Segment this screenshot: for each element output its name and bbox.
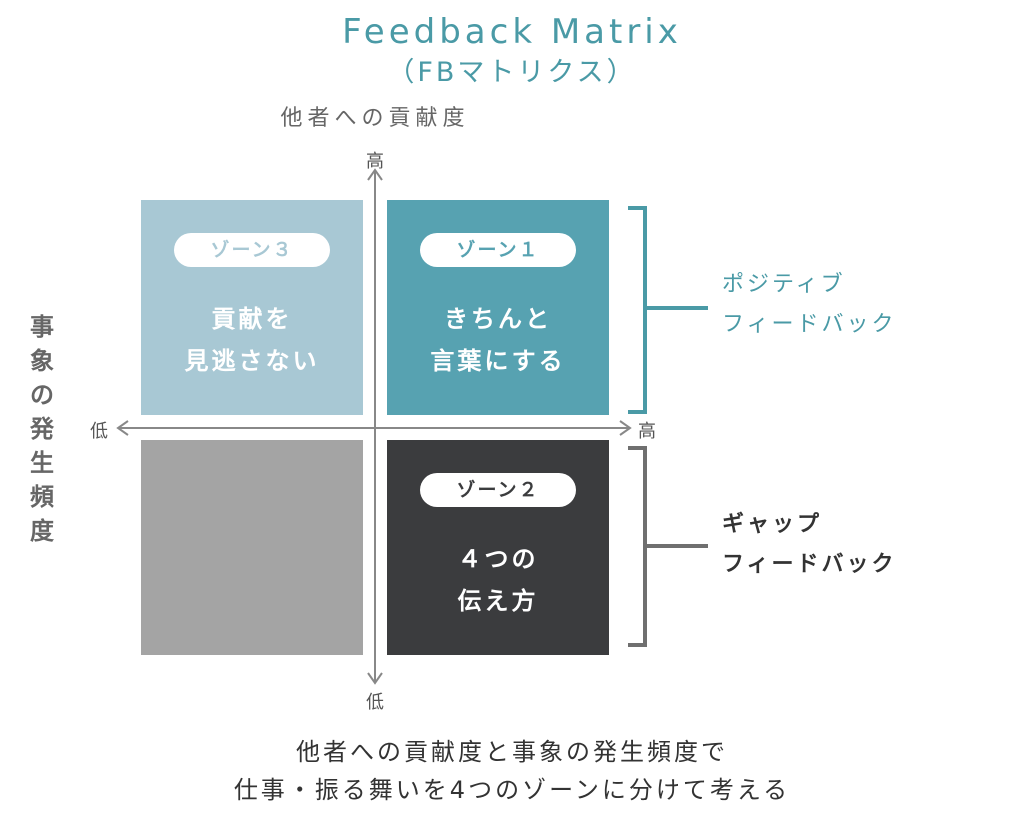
gap-feedback-label-line: フィードバック — [722, 552, 897, 577]
horizontal-axis-title-char: 生 — [30, 449, 54, 477]
horizontal-axis-title-char: 頻 — [30, 483, 54, 511]
positive-feedback-label-line: フィードバック — [722, 312, 897, 337]
zone-3-quadrant: ゾーン３ 貢献を 見逃さない — [141, 200, 363, 415]
zone-2-quadrant: ゾーン２ ４つの 伝え方 — [387, 440, 609, 655]
zone-4-quadrant — [141, 440, 363, 655]
vertical-axis-low-label: 低 — [366, 692, 384, 713]
arrow-left-icon — [116, 420, 129, 436]
page-subtitle: （FBマトリクス） — [387, 57, 637, 88]
caption: 他者への貢献度と事象の発生頻度で 仕事・振る舞いを4つのゾーンに分けて考える — [0, 733, 1024, 809]
zone-1-text: きちんと 言葉にする — [387, 298, 609, 382]
caption-line: 仕事・振る舞いを4つのゾーンに分けて考える — [233, 776, 791, 804]
horizontal-axis-high-label: 高 — [638, 421, 656, 442]
page-title: Feedback Matrix — [342, 12, 682, 52]
zone-3-text-line: 見逃さない — [184, 347, 320, 375]
gap-bracket — [628, 446, 647, 647]
vertical-axis-high-label: 高 — [366, 151, 384, 172]
zone-3-text: 貢献を 見逃さない — [141, 298, 363, 382]
zone-2-text: ４つの 伝え方 — [387, 538, 609, 622]
gap-feedback-label: ギャップ フィードバック — [722, 505, 897, 585]
zone-3-text-line: 貢献を — [211, 305, 293, 333]
horizontal-axis-title-char: 度 — [30, 517, 54, 545]
horizontal-axis-title-char: 発 — [30, 415, 54, 443]
zone-1-quadrant: ゾーン１ きちんと 言葉にする — [387, 200, 609, 415]
caption-line: 他者への貢献度と事象の発生頻度で — [296, 738, 728, 766]
zone-2-text-line: 伝え方 — [457, 587, 539, 615]
horizontal-axis-low-label: 低 — [90, 421, 108, 442]
zone-3-badge: ゾーン３ — [174, 233, 330, 267]
arrow-right-icon — [619, 420, 632, 436]
positive-bracket — [628, 206, 647, 414]
zone-2-badge: ゾーン２ — [420, 473, 576, 507]
horizontal-axis-title: 事 象 の 発 生 頻 度 — [22, 310, 62, 548]
zone-1-text-line: きちんと — [444, 305, 552, 333]
positive-feedback-label: ポジティブ フィードバック — [722, 265, 897, 345]
arrow-up-icon — [367, 168, 383, 181]
zone-1-badge: ゾーン１ — [420, 233, 576, 267]
horizontal-axis-title-char: の — [30, 381, 54, 409]
horizontal-axis-title-char: 象 — [30, 347, 54, 375]
zone-1-text-line: 言葉にする — [430, 347, 566, 375]
positive-feedback-label-line: ポジティブ — [722, 272, 846, 297]
gap-feedback-label-line: ギャップ — [722, 512, 823, 537]
zone-2-text-line: ４つの — [457, 545, 539, 573]
horizontal-axis-title-char: 事 — [30, 313, 54, 341]
vertical-axis-title: 他者への貢献度 — [280, 106, 470, 131]
arrow-down-icon — [367, 672, 383, 685]
